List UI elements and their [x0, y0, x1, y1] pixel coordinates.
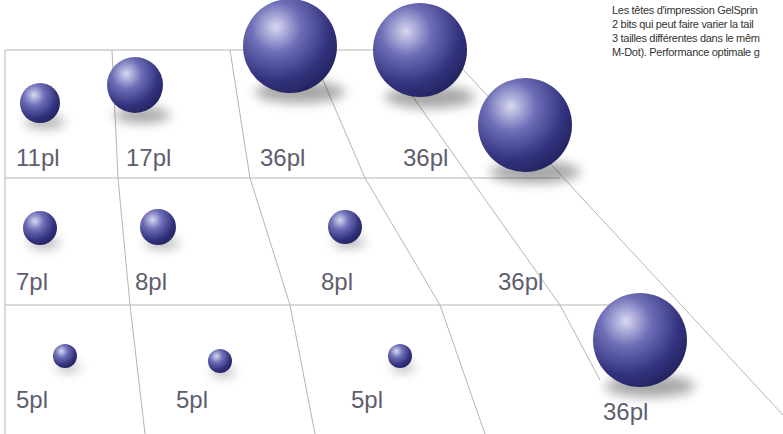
- droplet-size: 17pl: [126, 146, 171, 170]
- droplet-shadows: [25, 81, 695, 397]
- droplet-size: 5pl: [16, 388, 48, 412]
- note-text: Les têtes d'impression GelSprin: [612, 4, 758, 17]
- droplet-size: 8pl: [321, 270, 353, 294]
- droplets: [20, 0, 687, 387]
- note-text: 2 bits qui peut faire varier la tail: [612, 18, 753, 31]
- droplet-size: 11pl: [16, 146, 60, 170]
- note-text: M-Dot). Performance optimale g: [612, 46, 760, 59]
- droplet-size: 8pl: [135, 270, 167, 294]
- note-text: 3 tailles différentes dans le mêm: [612, 32, 760, 45]
- droplet-size: 36pl: [498, 270, 543, 294]
- grid-lines: [5, 50, 783, 434]
- droplet-size: 36pl: [260, 146, 305, 170]
- droplet-size: 36pl: [403, 146, 448, 170]
- droplet-size: 36pl: [603, 400, 648, 424]
- droplet-size: 5pl: [351, 388, 383, 412]
- droplet-size: 7pl: [16, 270, 48, 294]
- droplet-size: 5pl: [176, 388, 208, 412]
